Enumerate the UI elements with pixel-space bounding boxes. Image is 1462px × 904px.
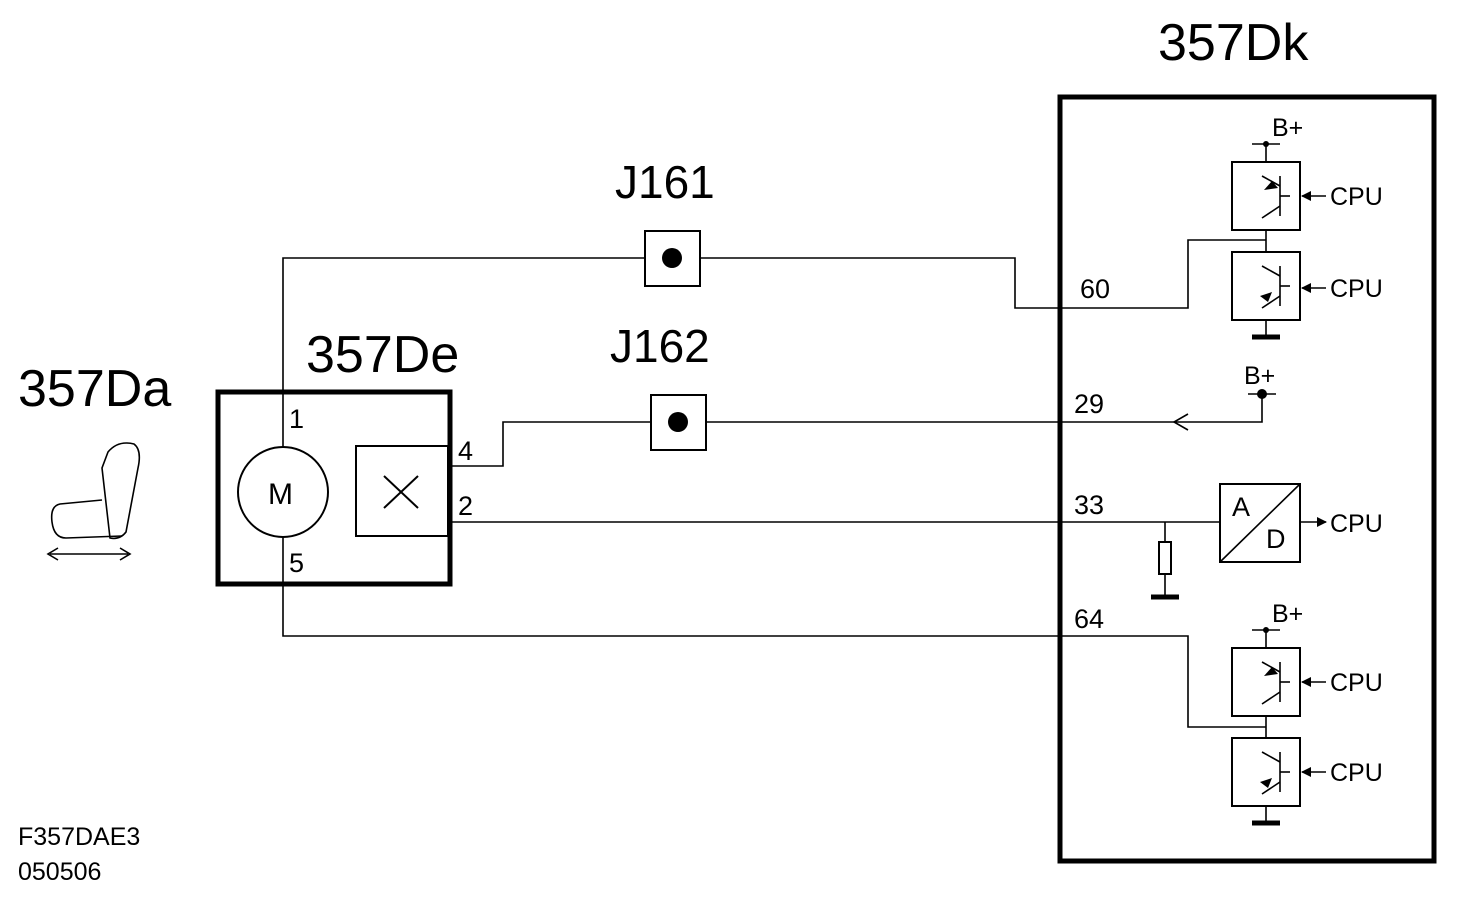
cpu-label-4: CPU — [1330, 669, 1383, 697]
transistor-icon — [1261, 265, 1290, 309]
adc-box — [1219, 483, 1301, 563]
connector-j162-label: J162 — [610, 320, 710, 372]
reference-date: 050506 — [18, 858, 101, 886]
motor-pin-5: 5 — [289, 548, 304, 578]
ecu-box — [1057, 94, 1437, 864]
wire-pin1-to-60 — [282, 239, 1266, 447]
supply-b-plus-bottom: B+ — [1272, 600, 1303, 628]
connector-j161-label: J161 — [615, 156, 715, 208]
pin29-supply: B+ — [1244, 362, 1276, 399]
lower-half-bridge: B+ CPU CPU — [1231, 600, 1383, 826]
x-cross-icon — [383, 475, 419, 509]
seat-icon — [46, 442, 141, 561]
motor-pin-4: 4 — [458, 436, 473, 466]
connector-j162-dot — [668, 412, 688, 432]
resistor-icon — [1158, 541, 1172, 575]
motor-unit-box — [215, 389, 453, 587]
supply-b-plus-top: B+ — [1272, 114, 1303, 142]
ecu-label: 357Dk — [1158, 14, 1309, 72]
reference-code: F357DAE3 — [18, 823, 140, 851]
pin33-adc: A D CPU — [1151, 483, 1383, 600]
pullup-arrow-icon — [1172, 413, 1189, 431]
supply-b-plus-mid: B+ — [1244, 362, 1275, 390]
adc-a-label: A — [1232, 492, 1250, 522]
position-sensor-box — [355, 445, 449, 537]
ecu-pin-33: 33 — [1074, 490, 1104, 520]
connector-j161-dot — [662, 248, 682, 268]
transistor-icon — [1261, 751, 1290, 795]
cpu-label-3: CPU — [1330, 510, 1383, 538]
adc-d-label: D — [1266, 524, 1286, 554]
transistor-icon — [1261, 175, 1290, 219]
wire-pin4-to-29 — [448, 394, 1263, 467]
ecu-pin-29: 29 — [1074, 389, 1104, 419]
cpu-label-5: CPU — [1330, 759, 1383, 787]
upper-half-bridge: B+ CPU CPU — [1231, 114, 1383, 340]
cpu-label-2: CPU — [1330, 275, 1383, 303]
ecu-pin-60: 60 — [1080, 274, 1110, 304]
wire-pin5-to-64 — [282, 537, 1266, 728]
transistor-icon — [1261, 661, 1290, 705]
motor-unit-label: 357De — [306, 326, 459, 384]
cpu-label-1: CPU — [1330, 183, 1383, 211]
ecu-pin-64: 64 — [1074, 604, 1104, 634]
seat-label: 357Da — [18, 360, 171, 418]
motor-pin-1: 1 — [289, 404, 304, 434]
motor-pin-2: 2 — [458, 491, 473, 521]
motor-symbol: M — [268, 478, 293, 511]
